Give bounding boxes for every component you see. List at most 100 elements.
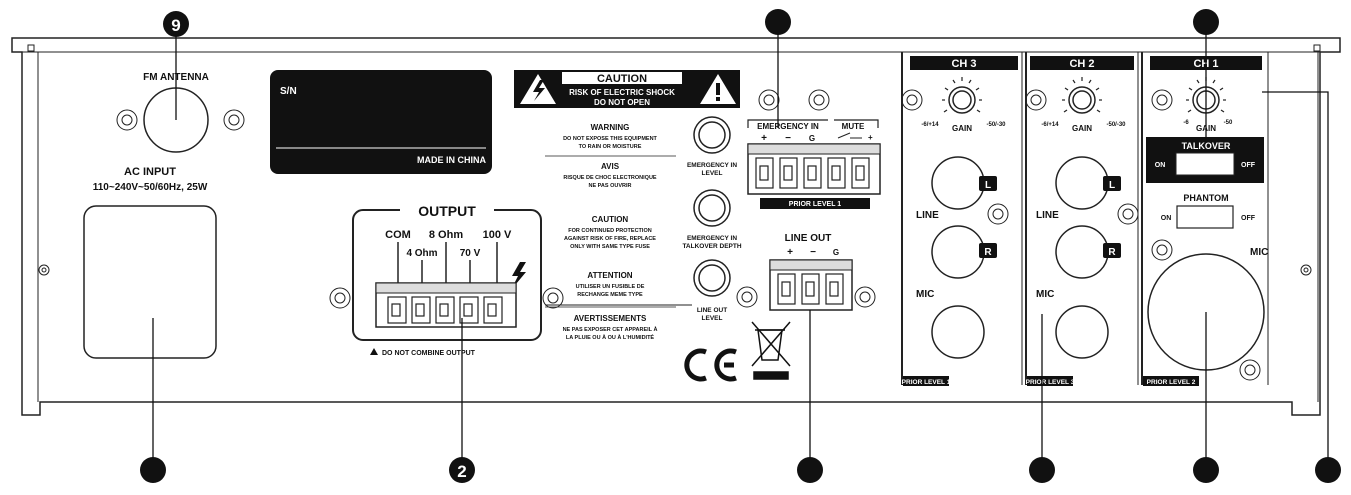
ch3-mic-label: MIC — [916, 289, 934, 300]
output-note: DO NOT COMBINE OUTPUT — [382, 350, 476, 357]
talkover-label: TALKOVER — [1182, 141, 1231, 151]
emergency-prior-badge — [760, 198, 870, 209]
caution-text1: FOR CONTINUED PROTECTION — [568, 228, 651, 234]
side-screw-right — [1300, 264, 1312, 276]
ch3-line-l-jack[interactable] — [931, 156, 985, 210]
line-out-level-knob[interactable] — [693, 259, 731, 297]
ch3-gain-min: -6/+14 — [921, 122, 939, 128]
avertissements-title: AVERTISSEMENTS — [574, 314, 647, 323]
ch3-strip: CH 3 -6/+14 GAIN -50/-30 L LINE R MIC PR… — [901, 52, 1023, 386]
ch2-gain-label: GAIN — [1072, 124, 1092, 133]
ch2-gain-min: -6/+14 — [1041, 122, 1059, 128]
ch3-gain-label: GAIN — [952, 124, 972, 133]
caution-banner-title: CAUTION — [597, 73, 647, 85]
talkover-depth-knob[interactable] — [693, 189, 731, 227]
emergency-g-label: G — [809, 134, 815, 143]
ch1-mic-label: MIC — [1250, 247, 1268, 258]
callout-leaders — [152, 22, 1329, 470]
ch3-prior-label: PRIOR LEVEL 1 — [902, 379, 951, 386]
talkover-on-label: ON — [1155, 162, 1166, 169]
avis-text1: RISQUE DE CHOC ELECTRONIQUE — [563, 175, 657, 181]
callout-line-out — [797, 457, 823, 483]
ch2-mic-label: MIC — [1036, 289, 1054, 300]
ch2-line-label: LINE — [1036, 210, 1059, 221]
mute-plus-label: + — [868, 133, 873, 142]
ch1-gain-min: -6 — [1183, 120, 1189, 126]
emergency-in-frame — [747, 119, 879, 128]
talkover-switch[interactable] — [1175, 152, 1235, 176]
caution-text3: ONLY WITH SAME TYPE FUSE — [570, 244, 650, 250]
phantom-switch[interactable] — [1176, 205, 1234, 229]
ch3-mic-jack[interactable] — [931, 305, 985, 359]
attention-text2: RECHANGE MEME TYPE — [577, 292, 643, 298]
ch3-title: CH 3 — [951, 58, 976, 70]
output-8ohm-label: 8 Ohm — [429, 229, 463, 241]
callout-emergency-in — [765, 9, 791, 35]
ch2-gain-ticks — [1062, 77, 1102, 113]
warning-title: WARNING — [591, 123, 630, 132]
chassis — [11, 37, 1341, 416]
ac-input-socket[interactable] — [83, 205, 217, 359]
phantom-off-label: OFF — [1241, 215, 1256, 222]
line-out-minus-label: − — [810, 247, 816, 258]
ch3-line-r-jack[interactable] — [931, 225, 985, 279]
warning-text1: DO NOT EXPOSE THIS EQUIPMENT — [563, 136, 657, 142]
ch3-r-label: R — [984, 247, 992, 258]
ch2-prior-label: PRIOR LEVEL 3 — [1026, 379, 1075, 386]
output-com-label: COM — [385, 229, 411, 241]
callout-9-number: 9 — [171, 16, 180, 35]
ce-mark-icon — [684, 348, 737, 382]
output-4ohm-label: 4 Ohm — [406, 248, 437, 259]
line-out-title: LINE OUT — [785, 233, 832, 244]
knob-emergency-level-label2: LEVEL — [702, 170, 723, 177]
avertissements-text2: LA PLUIE OU À OU À L'HUMIDITÉ — [566, 333, 655, 341]
emergency-in-title: EMERGENCY IN — [757, 122, 819, 131]
output-terminal-block[interactable] — [375, 282, 517, 328]
ch2-line-l-jack[interactable] — [1055, 156, 1109, 210]
ch2-l-label: L — [1109, 180, 1115, 191]
knob-line-out-level-label1: LINE OUT — [697, 307, 727, 314]
warning-text-block: WARNING DO NOT EXPOSE THIS EQUIPMENT TO … — [545, 123, 676, 341]
callout-2-number: 2 — [457, 462, 466, 481]
ch2-mic-jack[interactable] — [1055, 305, 1109, 359]
callout-9: 9 — [163, 11, 189, 37]
emergency-minus-label: − — [785, 133, 791, 144]
ch3-gain-max: -50/-30 — [986, 122, 1006, 128]
line-out-terminal-slots — [777, 273, 844, 305]
attention-text1: UTILISER UN FUSIBLE DE — [576, 284, 645, 290]
emergency-plus-label: + — [761, 133, 767, 144]
warning-text2: TO RAIN OR MOISTURE — [579, 144, 642, 150]
output-70v-label: 70 V — [460, 248, 481, 259]
exclamation-warning-icon — [700, 74, 736, 104]
ch2-title: CH 2 — [1069, 58, 1094, 70]
output-terminal-slots — [387, 296, 503, 324]
ch3-line-label: LINE — [916, 210, 939, 221]
ch3-l-label: L — [985, 180, 991, 191]
attention-title: ATTENTION — [587, 271, 632, 280]
fm-antenna-screws — [116, 109, 245, 131]
ch2-gain-knob[interactable] — [1068, 86, 1096, 114]
ch2-line-r-jack[interactable] — [1055, 225, 1109, 279]
ch1-gain-max: -50 — [1224, 120, 1233, 126]
callout-2: 2 — [449, 457, 475, 483]
shock-warning-icon — [520, 74, 556, 104]
caution-title: CAUTION — [592, 215, 629, 224]
emergency-prior-label: PRIOR LEVEL 1 — [789, 201, 841, 208]
caution-banner-line2: DO NOT OPEN — [594, 98, 650, 107]
line-out-plus-label: + — [787, 247, 793, 258]
line-out-g-label: G — [833, 248, 839, 257]
callout-ch2-bottom — [1029, 457, 1055, 483]
knob-emergency-level-label1: EMERGENCY IN — [687, 162, 737, 169]
ch3-gain-knob[interactable] — [948, 86, 976, 114]
ch2-r-label: R — [1108, 247, 1116, 258]
emergency-in-terminal-block[interactable] — [747, 143, 881, 195]
emergency-in-terminal-slots — [755, 157, 870, 189]
output-warning-icon — [370, 348, 378, 355]
emergency-in-level-knob[interactable] — [693, 116, 731, 154]
caution-banner-line1: RISK OF ELECTRIC SHOCK — [569, 88, 675, 97]
output-title: OUTPUT — [418, 203, 476, 219]
made-in-label: MADE IN CHINA — [417, 155, 486, 165]
callout-gain-right — [1315, 457, 1341, 483]
avertissements-text1: NE PAS EXPOSER CET APPAREIL À — [563, 326, 658, 333]
